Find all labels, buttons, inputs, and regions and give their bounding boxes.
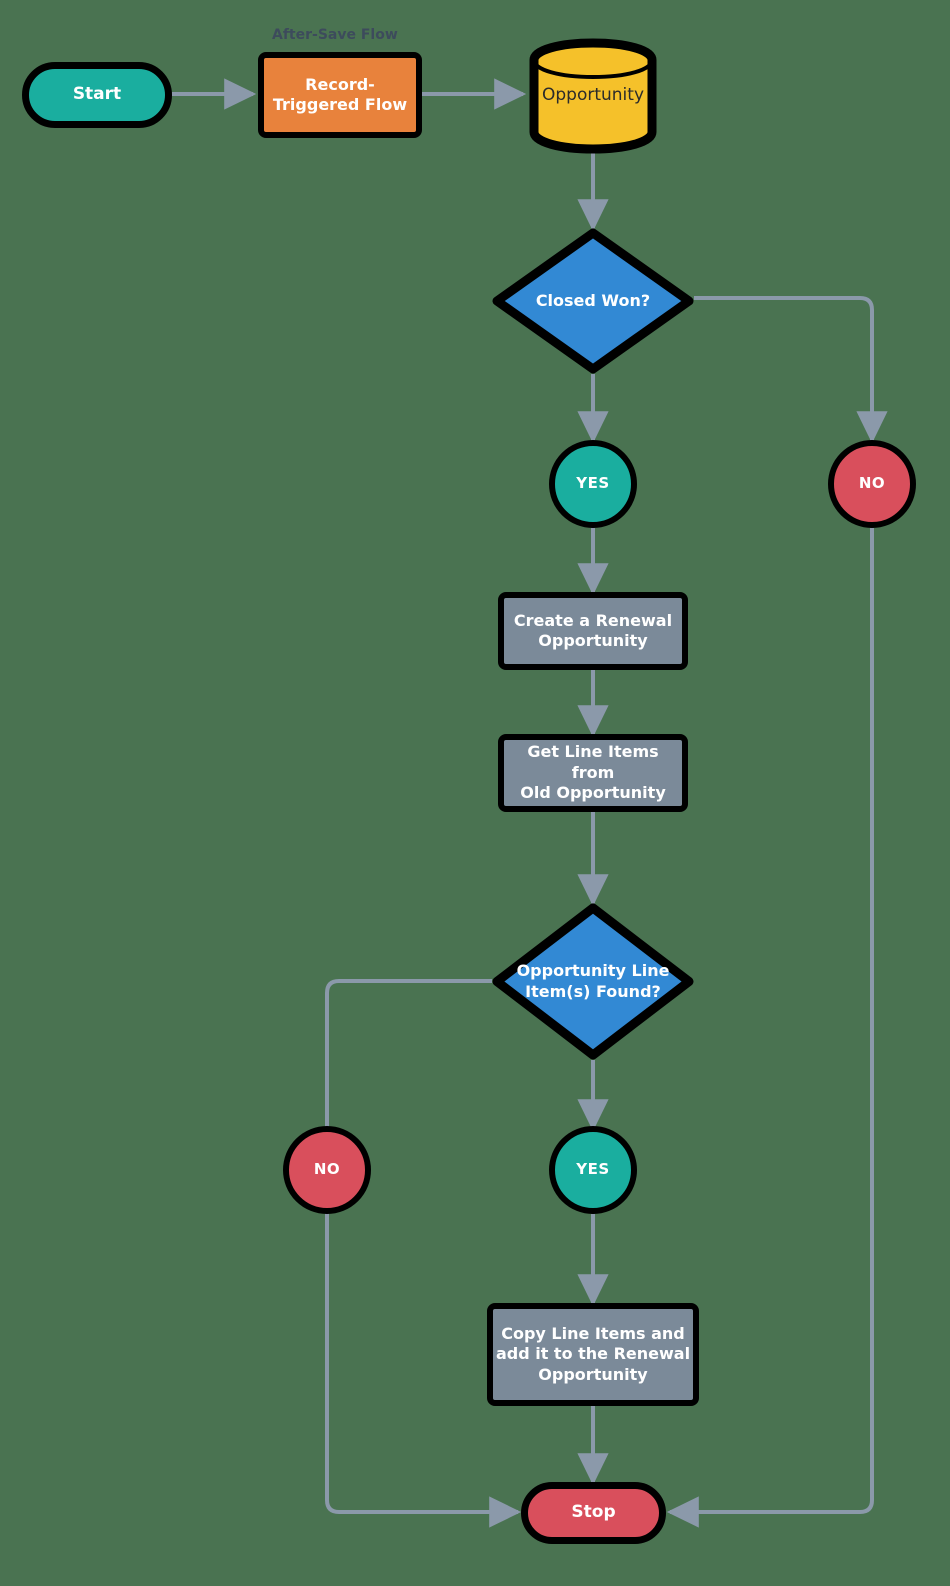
node-closed-won-yes-label: YES — [576, 474, 610, 493]
node-closed-won-no[interactable]: NO — [828, 440, 916, 528]
node-closed-won-decision[interactable]: Closed Won? — [492, 228, 694, 374]
diamond-shape — [492, 228, 694, 374]
node-stop-label: Stop — [571, 1502, 616, 1523]
node-line-items-no[interactable]: NO — [283, 1126, 371, 1214]
node-closed-won-no-label: NO — [858, 474, 886, 493]
after-save-flow-caption: After-Save Flow — [272, 27, 398, 43]
node-record-triggered-flow-label: Record- Triggered Flow — [272, 74, 408, 114]
node-get-line-items-label: Get Line Items from Old Opportunity — [520, 742, 666, 803]
node-line-items-decision-label: Opportunity Line Item(s) Found? — [516, 961, 670, 1001]
node-opportunity-object-label: Opportunity — [541, 85, 645, 106]
node-start[interactable]: Start — [22, 62, 172, 128]
node-create-renewal-label: Create a Renewal Opportunity — [513, 610, 673, 650]
node-closed-won-decision-label: Closed Won? — [535, 290, 651, 310]
node-opportunity-object[interactable]: Opportunity — [528, 38, 658, 154]
node-line-items-yes[interactable]: YES — [549, 1126, 637, 1214]
edge-line-items-no-to-stop — [325, 1213, 522, 1528]
edge-closed-won-no-to-stop — [666, 528, 874, 1528]
edge-decision-to-no — [325, 979, 492, 1130]
node-copy-line-items-label: Copy Line Items and add it to the Renewa… — [495, 1323, 691, 1384]
node-create-renewal[interactable]: Create a Renewal Opportunity — [498, 592, 688, 670]
cylinder-shape — [529, 38, 657, 154]
node-line-items-no-label: NO — [313, 1160, 341, 1179]
node-start-label: Start — [72, 84, 122, 105]
node-copy-line-items[interactable]: Copy Line Items and add it to the Renewa… — [487, 1303, 699, 1406]
node-line-items-decision[interactable]: Opportunity Line Item(s) Found? — [492, 903, 694, 1060]
diamond-shape — [492, 903, 694, 1060]
node-record-triggered-flow[interactable]: Record- Triggered Flow — [258, 52, 422, 138]
edge-closed-won-to-no — [694, 296, 888, 444]
node-line-items-yes-label: YES — [576, 1160, 610, 1179]
node-closed-won-yes[interactable]: YES — [549, 440, 637, 528]
node-stop[interactable]: Stop — [521, 1482, 666, 1544]
node-get-line-items[interactable]: Get Line Items from Old Opportunity — [498, 734, 688, 812]
